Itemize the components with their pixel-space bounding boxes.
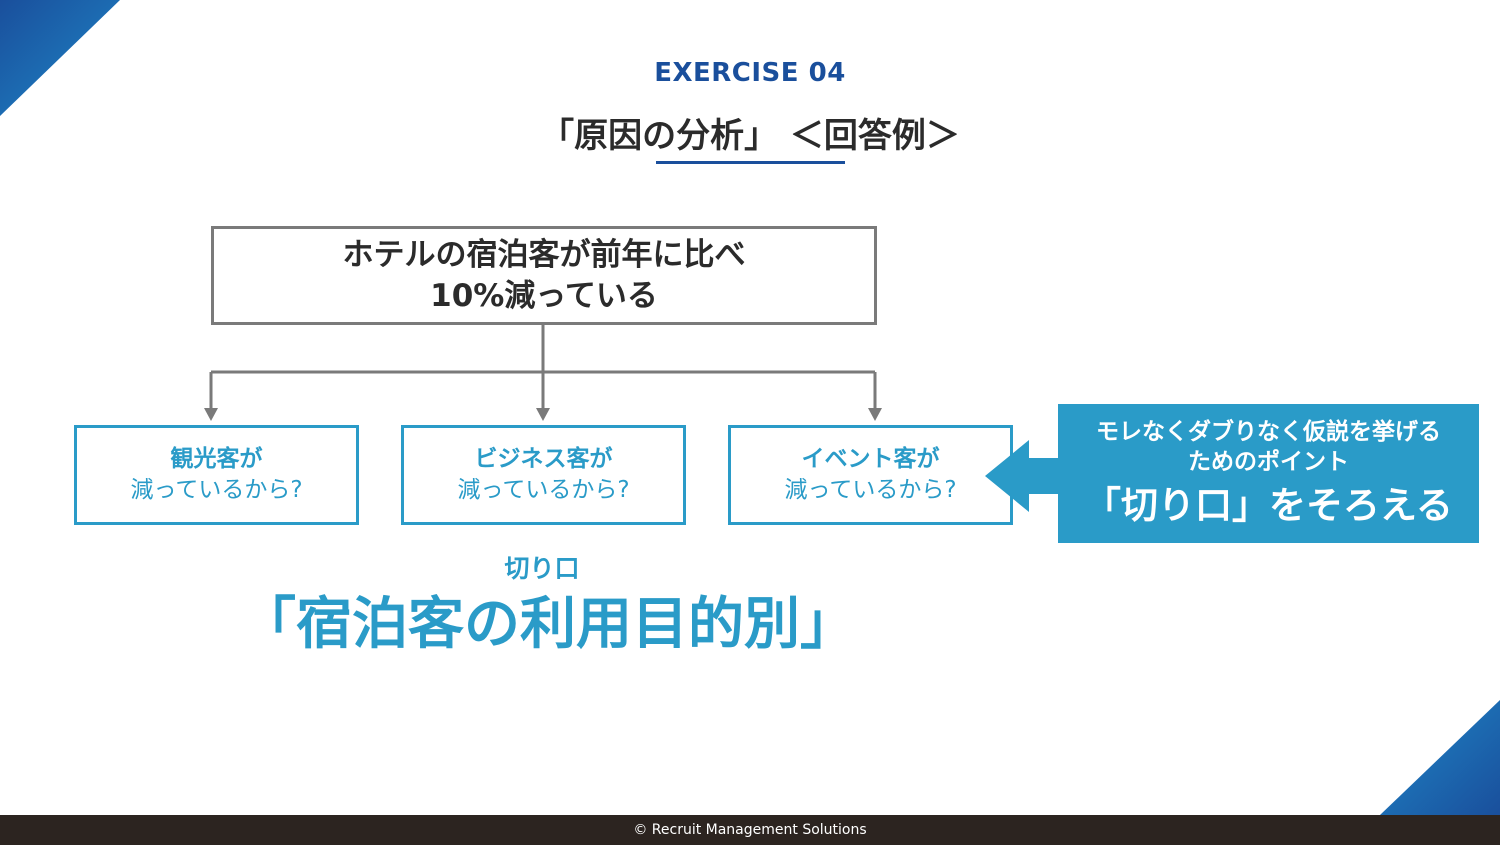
hypothesis-line-1: イベント客が (801, 446, 940, 472)
exercise-label: EXERCISE 04 (654, 58, 846, 88)
arrowhead-down-icon (204, 408, 218, 421)
hypothesis-line-1: 観光客が (170, 446, 263, 472)
page-title: 「原因の分析」 ＜回答例＞ (540, 116, 960, 156)
hypothesis-box-tourist: 観光客が 減っているから? (74, 425, 359, 525)
callout-box: モレなくダブりなく仮説を挙げる ためのポイント 「切り口」をそろえる (1058, 404, 1479, 543)
root-problem-box: ホテルの宿泊客が前年に比べ 10%減っている (211, 226, 877, 325)
hypothesis-line-1: ビジネス客が (474, 446, 613, 472)
hypothesis-box-business: ビジネス客が 減っているから? (401, 425, 686, 525)
root-line-1: ホテルの宿泊客が前年に比べ (342, 236, 746, 273)
axis-label: 切り口 (504, 554, 580, 583)
corner-triangle-bottom-right (1380, 700, 1500, 815)
hypothesis-line-2: 減っているから? (784, 477, 957, 503)
arrowhead-down-icon (868, 408, 882, 421)
hypothesis-box-event: イベント客が 減っているから? (728, 425, 1013, 525)
callout-arrow-left-icon (985, 440, 1060, 512)
root-line-2: 10%減っている (430, 277, 658, 314)
callout-line-2: ためのポイント (1188, 448, 1349, 475)
corner-triangle-top-left (0, 0, 120, 116)
hypothesis-line-2: 減っているから? (130, 477, 303, 503)
copyright-text: © Recruit Management Solutions (633, 822, 867, 838)
arrowhead-down-icon (536, 408, 550, 421)
hypothesis-line-2: 減っているから? (457, 477, 630, 503)
title-underline (656, 161, 845, 164)
footer-bar: © Recruit Management Solutions (0, 815, 1500, 845)
axis-value: 「宿泊客の利用目的別」 (240, 592, 856, 657)
callout-emphasis: 「切り口」をそろえる (1084, 483, 1453, 527)
callout-line-1: モレなくダブりなく仮説を挙げる (1096, 418, 1441, 445)
